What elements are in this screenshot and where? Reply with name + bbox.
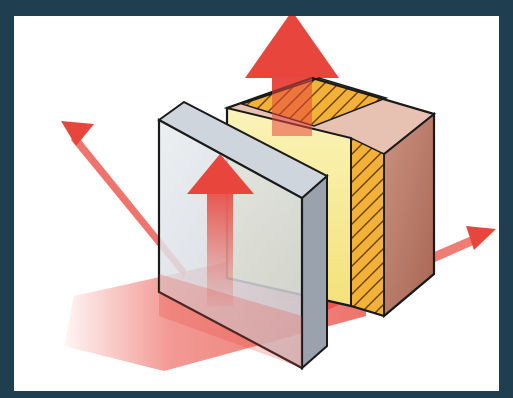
diagram-panel [14,16,499,391]
radiated-heat-wall-overlay [272,76,312,136]
heat-transfer-diagram [14,16,499,391]
